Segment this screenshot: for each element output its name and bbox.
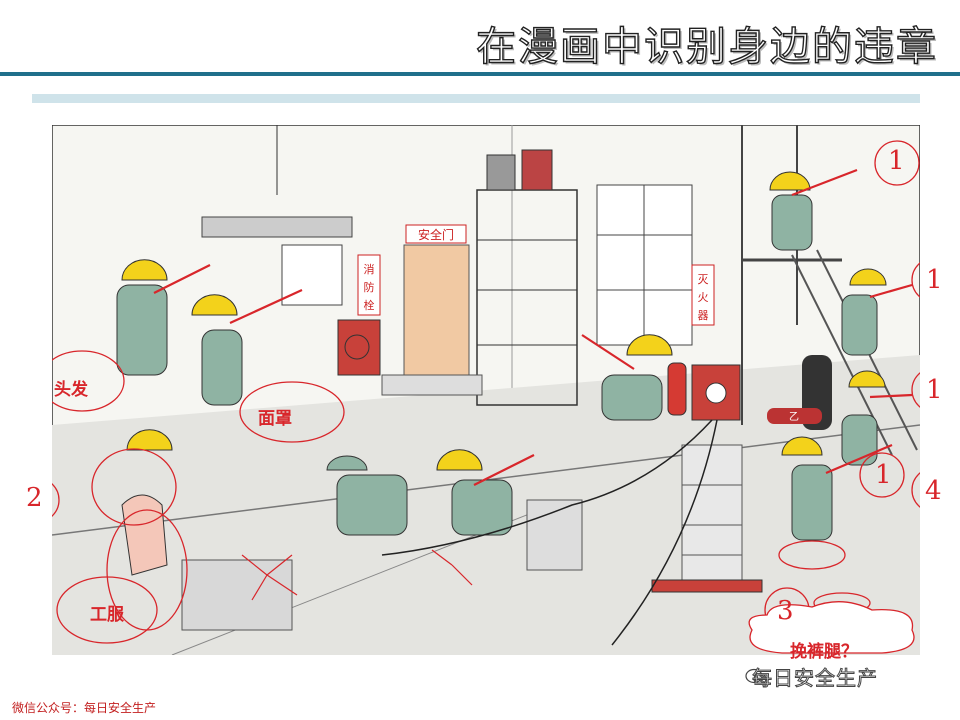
title-underline-bar: [32, 94, 920, 103]
svg-text:栓: 栓: [364, 298, 375, 312]
annotation-mask: 面罩: [258, 409, 292, 429]
watermark-text: 每日安全生产: [752, 666, 878, 691]
construction-site-cartoon: 安全门 消 防 栓 灭 火 器 乙: [52, 125, 920, 655]
svg-text:火: 火: [698, 291, 709, 304]
marker-1-fourth: 1: [875, 460, 892, 490]
page-title: 在漫画中识别身边的违章: [475, 23, 938, 70]
marker-1-third: 1: [926, 375, 943, 405]
title-divider: [0, 72, 960, 76]
annotation-clothes: 工服: [90, 605, 124, 625]
sign-safety-door: 安全门: [418, 227, 454, 242]
svg-text:消: 消: [364, 262, 375, 276]
annotation-roll-up-pants: 挽裤腿？: [790, 642, 858, 662]
marker-1-top: 1: [888, 146, 905, 176]
annotation-hair: 头发: [54, 380, 88, 400]
cylinder-label: 乙: [789, 411, 799, 423]
wechat-account-label: 微信公众号：每日安全生产: [12, 701, 157, 715]
marker-2: 2: [26, 483, 43, 513]
svg-text:防: 防: [364, 280, 375, 294]
svg-text:器: 器: [698, 309, 709, 322]
marker-1-second: 1: [926, 265, 943, 295]
marker-3: 3: [777, 596, 794, 626]
marker-4: 4: [925, 476, 942, 506]
wechat-icon: [745, 668, 767, 685]
svg-text:灭: 灭: [698, 273, 709, 286]
